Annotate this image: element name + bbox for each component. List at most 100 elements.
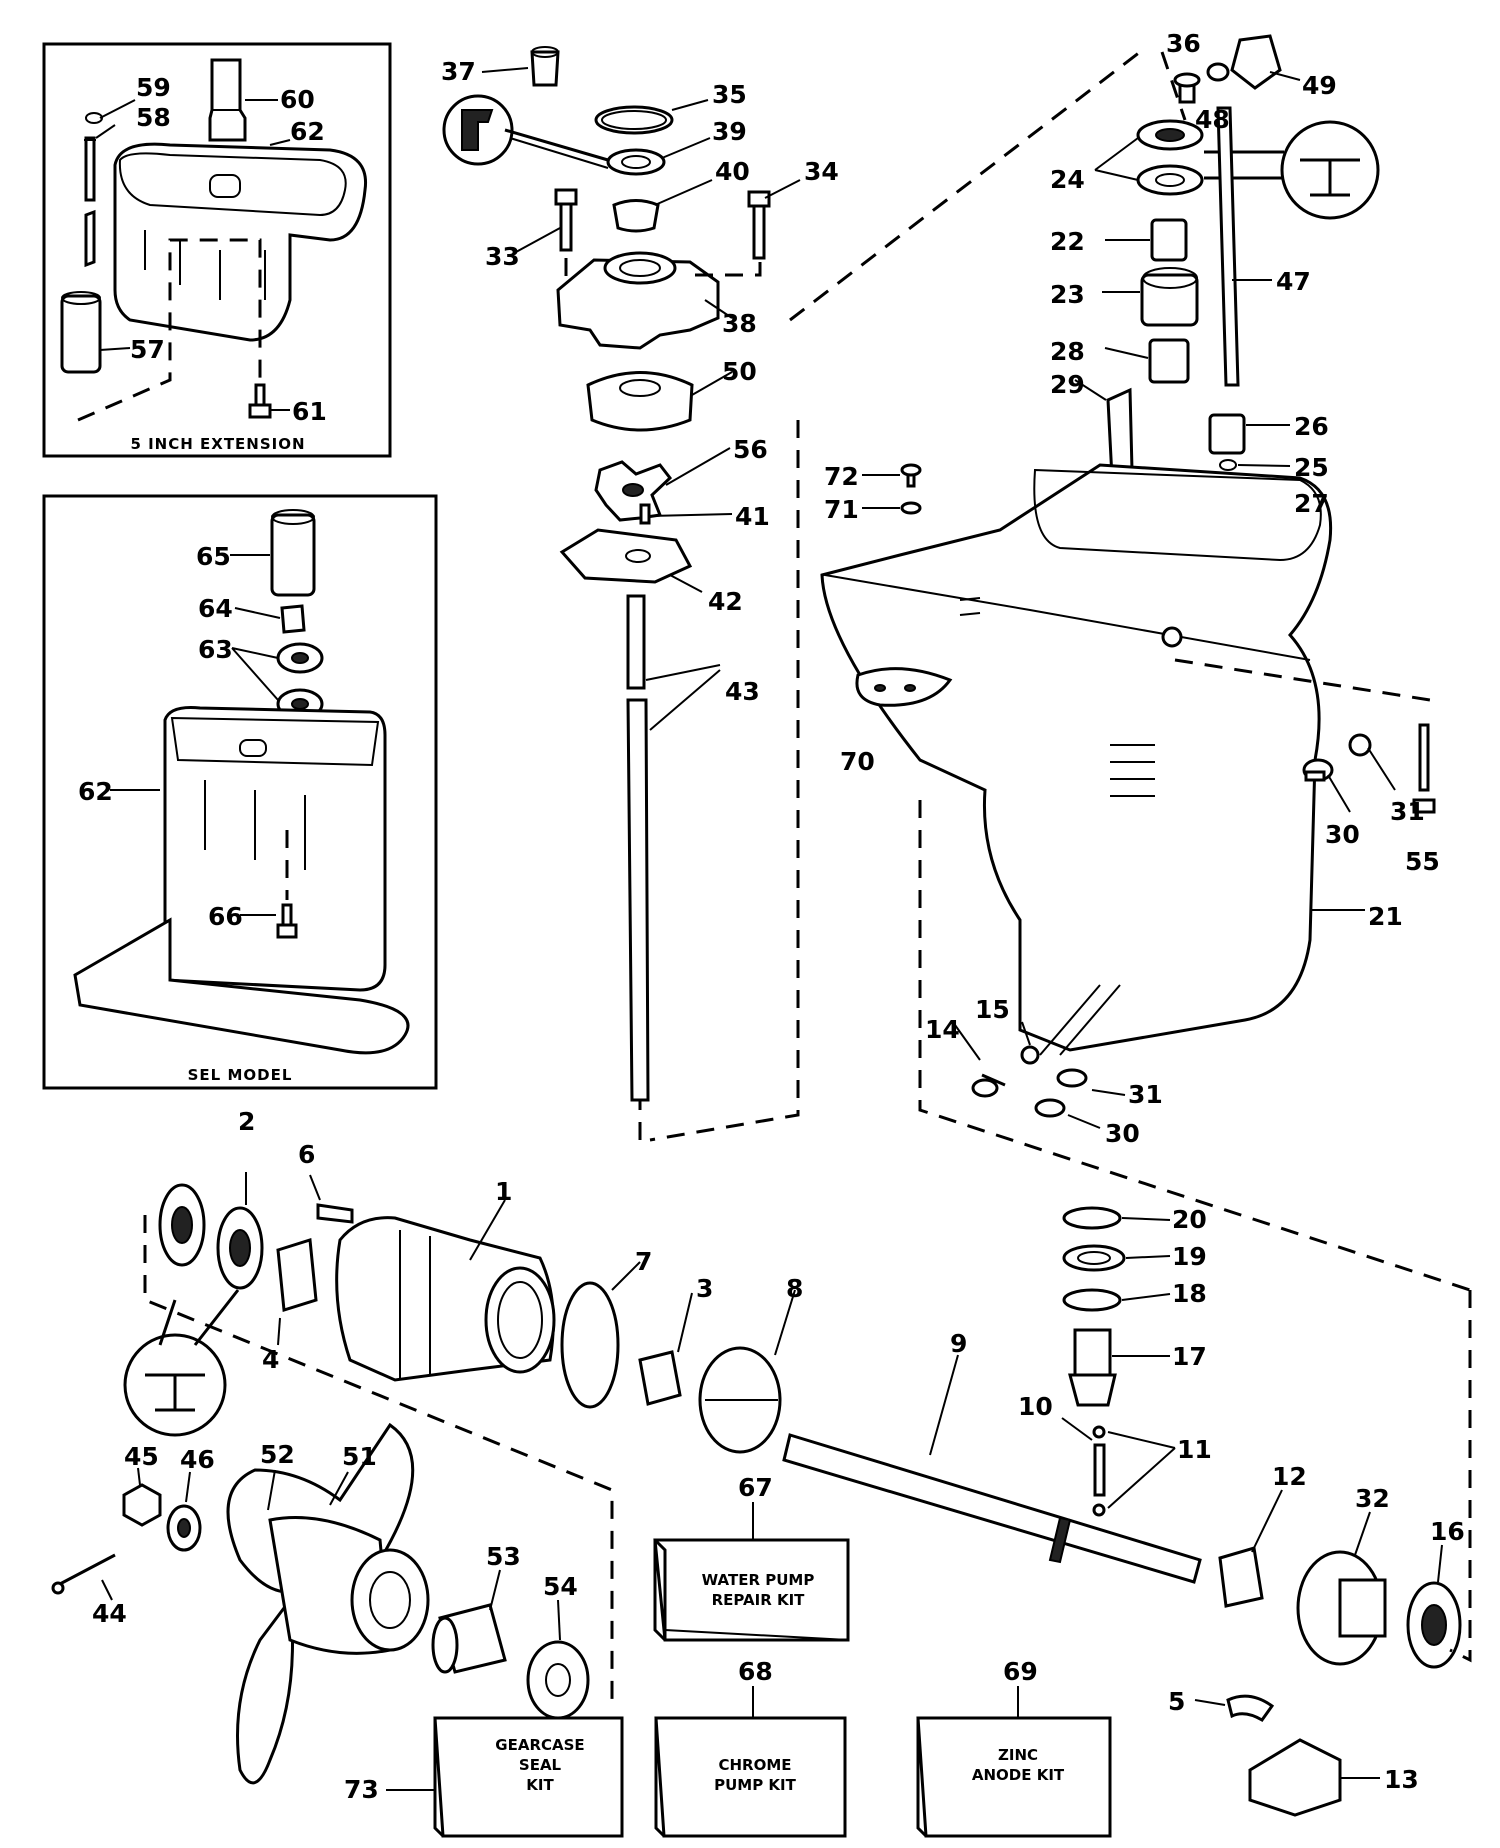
callout-1: 1 <box>495 1177 512 1206</box>
kit-zinc-line-2: ANODE KIT <box>972 1766 1065 1784</box>
callout-52: 52 <box>260 1440 295 1469</box>
shift-rod <box>1216 106 1240 387</box>
callout-36: 36 <box>1166 29 1201 58</box>
kit-gearcase-line-3: KIT <box>526 1776 554 1794</box>
kit-water-pump-repair: WATER PUMP REPAIR KIT <box>653 1502 850 1642</box>
inset-sel-model: SEL MODEL <box>42 494 438 1090</box>
callout-64: 64 <box>198 594 233 623</box>
callout-60: 60 <box>280 85 315 114</box>
callout-62a: 62 <box>290 117 325 146</box>
callout-3: 3 <box>696 1274 713 1303</box>
kit-gearcase-seal: GEARCASE SEAL KIT <box>386 1716 624 1838</box>
callout-53: 53 <box>486 1542 521 1571</box>
sel-housing <box>163 706 387 992</box>
callout-13: 13 <box>1384 1765 1419 1794</box>
callout-58: 58 <box>136 103 171 132</box>
callout-59: 59 <box>136 73 171 102</box>
kit-gearcase-line-2: SEAL <box>519 1756 562 1774</box>
callout-71: 71 <box>824 495 859 524</box>
callout-40: 40 <box>715 157 750 186</box>
propeller-blade-lower <box>236 1596 294 1785</box>
callout-68: 68 <box>738 1657 773 1686</box>
kit-chrome-line-2: PUMP KIT <box>714 1776 797 1794</box>
callout-56: 56 <box>733 435 768 464</box>
callout-14: 14 <box>925 1015 960 1044</box>
callout-12: 12 <box>1272 1462 1307 1491</box>
callout-48: 48 <box>1195 105 1230 134</box>
callout-43: 43 <box>725 677 760 706</box>
callout-44: 44 <box>92 1599 127 1628</box>
callout-63: 63 <box>198 635 233 664</box>
kit-water-pump-line-1: WATER PUMP <box>702 1571 815 1589</box>
callout-49: 49 <box>1302 71 1337 100</box>
callout-26: 26 <box>1294 412 1329 441</box>
callout-65: 65 <box>196 542 231 571</box>
callout-7: 7 <box>635 1247 652 1276</box>
gearcase-body <box>820 463 1333 1052</box>
propeller-shaft-assembly <box>51 1172 1472 1817</box>
gearcase-assembly <box>789 34 1471 1292</box>
callout-70: 70 <box>840 747 875 776</box>
kit-zinc-line-1: ZINC <box>998 1746 1038 1764</box>
pinion-gear <box>1068 1373 1117 1407</box>
callout-69: 69 <box>1003 1657 1038 1686</box>
callout-17: 17 <box>1172 1342 1207 1371</box>
callout-51: 51 <box>342 1442 377 1471</box>
callout-29: 29 <box>1050 370 1085 399</box>
kit-zinc-anode: ZINC ANODE KIT <box>916 1686 1112 1838</box>
callout-34: 34 <box>804 157 839 186</box>
extension-caption: 5 INCH EXTENSION <box>130 435 305 453</box>
callout-32: 32 <box>1355 1484 1390 1513</box>
callout-46: 46 <box>180 1445 215 1474</box>
callout-5: 5 <box>1168 1687 1185 1716</box>
drive-shaft <box>626 698 650 1102</box>
callout-67: 67 <box>738 1473 773 1502</box>
callout-55: 55 <box>1405 847 1440 876</box>
callout-28: 28 <box>1050 337 1085 366</box>
sel-caption: SEL MODEL <box>188 1066 293 1084</box>
callout-39: 39 <box>712 117 747 146</box>
callout-42: 42 <box>708 587 743 616</box>
callout-45: 45 <box>124 1442 159 1471</box>
callout-9: 9 <box>950 1329 967 1358</box>
impeller-liner <box>586 371 694 432</box>
callout-20: 20 <box>1172 1205 1207 1234</box>
callout-22: 22 <box>1050 227 1085 256</box>
callout-50: 50 <box>722 357 757 386</box>
shifter-mechanism <box>1248 1738 1342 1817</box>
pump-housing <box>556 258 720 350</box>
callout-73: 73 <box>344 1775 379 1804</box>
callout-30a: 30 <box>1325 820 1360 849</box>
callout-16: 16 <box>1430 1517 1465 1546</box>
inset-5-inch-extension: 5 INCH EXTENSION <box>42 42 392 458</box>
callout-61: 61 <box>292 397 327 426</box>
callout-8: 8 <box>786 1274 803 1303</box>
water-pump-stack <box>442 46 801 1142</box>
callout-23: 23 <box>1050 280 1085 309</box>
callout-62b: 62 <box>78 777 113 806</box>
callout-31a: 31 <box>1390 797 1425 826</box>
callout-31b: 31 <box>1128 1080 1163 1109</box>
callout-72: 72 <box>824 462 859 491</box>
kit-gearcase-line-1: GEARCASE <box>495 1736 584 1754</box>
callout-10: 10 <box>1018 1392 1053 1421</box>
callout-15: 15 <box>975 995 1010 1024</box>
callout-38: 38 <box>722 309 757 338</box>
kit-water-pump-line-2: REPAIR KIT <box>712 1591 806 1609</box>
callout-2: 2 <box>238 1107 255 1136</box>
callout-25: 25 <box>1294 453 1329 482</box>
kit-chrome-pump: CHROME PUMP KIT <box>654 1686 847 1838</box>
callout-30b: 30 <box>1105 1119 1140 1148</box>
callout-54: 54 <box>543 1572 578 1601</box>
callout-6: 6 <box>298 1140 315 1169</box>
callout-35: 35 <box>712 80 747 109</box>
callout-4: 4 <box>262 1345 279 1374</box>
callout-24: 24 <box>1050 165 1085 194</box>
callout-66: 66 <box>208 902 243 931</box>
callout-57: 57 <box>130 335 165 364</box>
callout-18: 18 <box>1172 1279 1207 1308</box>
kit-chrome-line-1: CHROME <box>718 1756 791 1774</box>
callout-41: 41 <box>735 502 770 531</box>
